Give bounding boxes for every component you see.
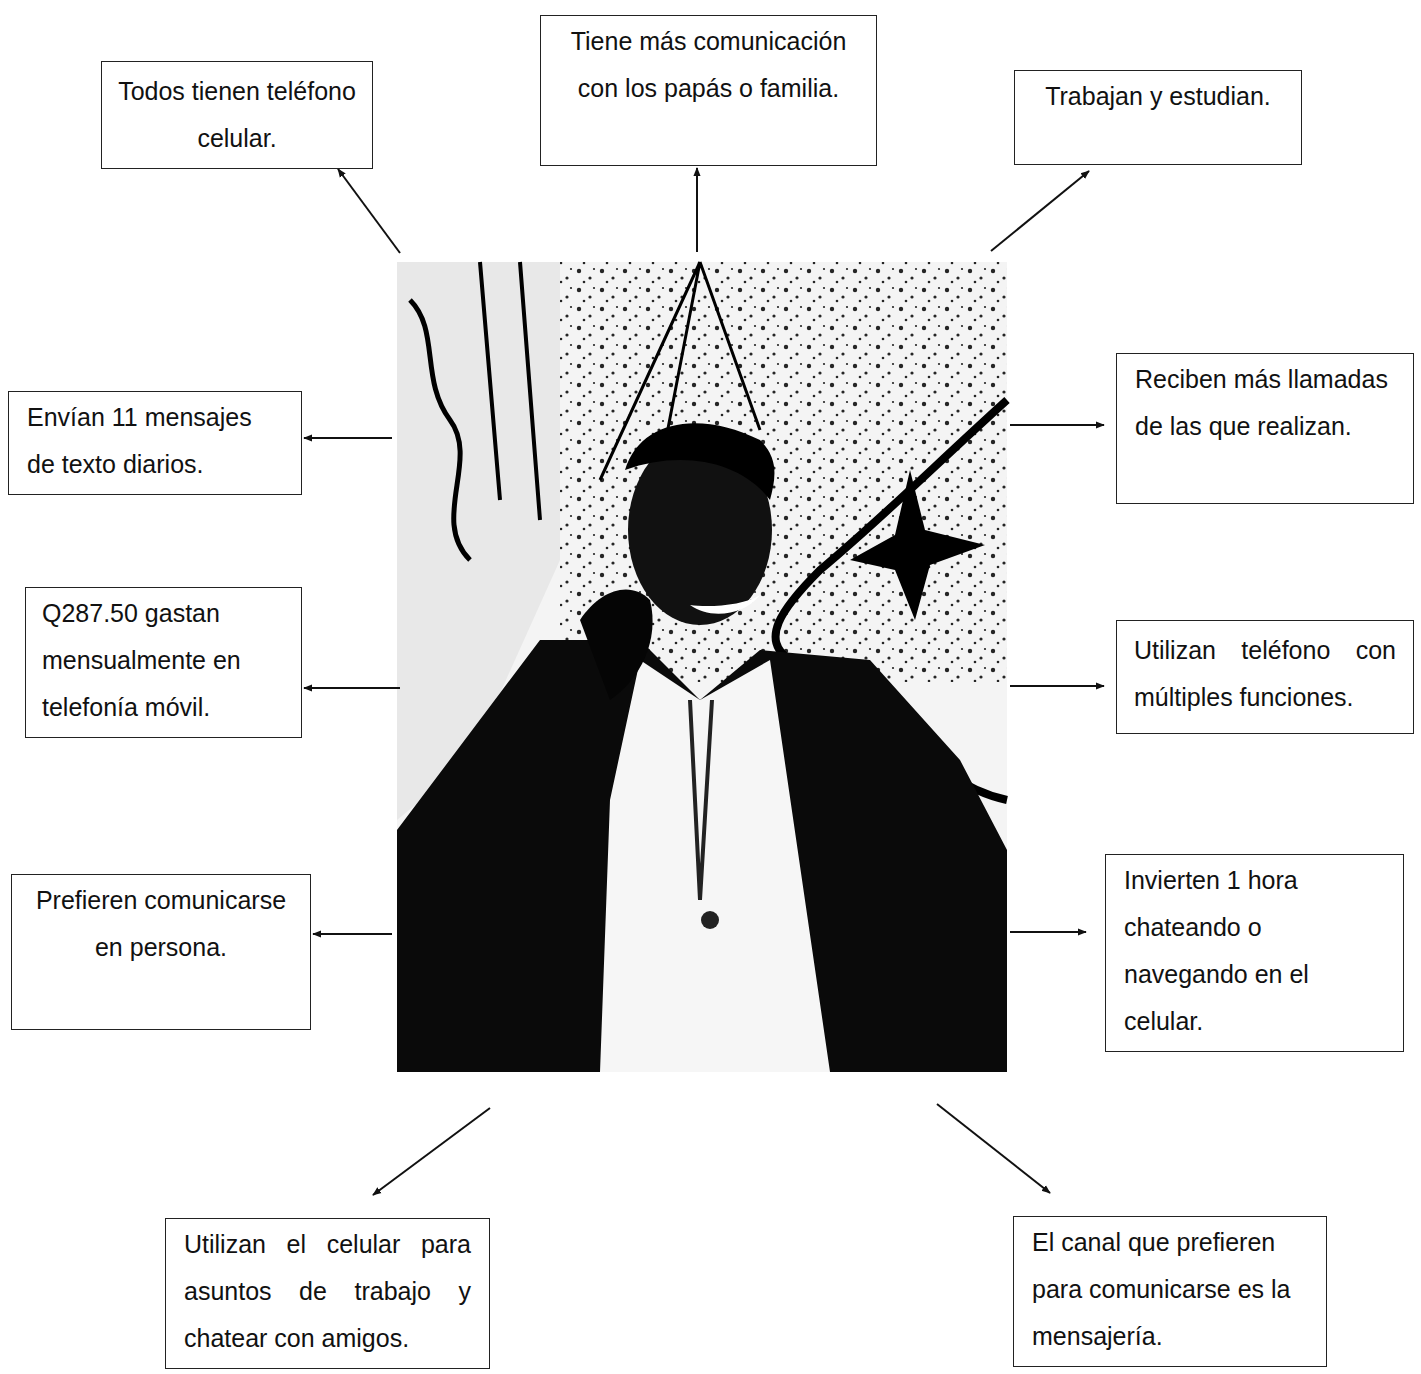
cord-bead: [701, 911, 719, 929]
mural-line: [410, 300, 470, 560]
mural-star: [850, 470, 985, 620]
text-box: Invierten 1 hora chateando o navegando e…: [1105, 854, 1404, 1052]
leader-arrow: [304, 437, 392, 439]
box-text: Utilizan el celular para asuntos de trab…: [184, 1221, 471, 1362]
leader-arrow: [338, 169, 400, 253]
leader-arrow: [304, 687, 400, 689]
text-box: Todos tienen teléfono celular.: [101, 61, 373, 169]
leader-arrow: [373, 1108, 490, 1195]
box-text: Trabajan y estudian.: [1029, 73, 1287, 120]
text-box: Reciben más llamadas de las que realizan…: [1116, 353, 1414, 504]
box-text: Invierten 1 hora chateando o navegando e…: [1124, 857, 1385, 1045]
hand: [580, 590, 653, 700]
text-box: Utilizan teléfono con múltiples funcione…: [1116, 620, 1414, 734]
leader-arrow: [696, 168, 698, 252]
box-text: Q287.50 gastan mensualmente en telefonía…: [42, 590, 285, 731]
mural-curve: [776, 400, 1007, 660]
text-box: Q287.50 gastan mensualmente en telefonía…: [25, 587, 302, 738]
cord: [690, 700, 712, 900]
leader-arrows: [304, 168, 1104, 1195]
box-text: Prefieren comunicarse en persona.: [26, 877, 296, 971]
leader-arrow: [1010, 685, 1104, 687]
shirt: [600, 660, 830, 1072]
leader-arrow: [937, 1104, 1050, 1193]
box-text: El canal que prefieren para comunicarse …: [1032, 1219, 1308, 1360]
text-box: Utilizan el celular para asuntos de trab…: [165, 1218, 490, 1369]
text-box: Prefieren comunicarse en persona.: [11, 874, 311, 1030]
smile: [690, 595, 760, 614]
hair: [625, 423, 774, 500]
photo: [397, 262, 1007, 1072]
box-text: Todos tienen teléfono celular.: [116, 68, 358, 162]
text-box: El canal que prefieren para comunicarse …: [1013, 1216, 1327, 1367]
photo-ground: [397, 262, 1007, 1072]
box-text: Reciben más llamadas de las que realizan…: [1135, 356, 1395, 450]
jacket: [397, 640, 1007, 1072]
leader-arrow: [1010, 424, 1104, 426]
box-text: Envían 11 mensajes de texto diarios.: [27, 394, 283, 488]
mural-line: [480, 262, 540, 520]
text-box: Tiene más comunicación con los papás o f…: [540, 15, 877, 166]
text-box: Envían 11 mensajes de texto diarios.: [8, 391, 302, 495]
text-box: Trabajan y estudian.: [1014, 70, 1302, 165]
box-text: Tiene más comunicación con los papás o f…: [555, 18, 862, 112]
leader-arrow: [1010, 931, 1086, 933]
leader-arrow: [313, 933, 392, 935]
leader-arrow: [991, 171, 1089, 251]
box-text: Utilizan teléfono con múltiples funcione…: [1134, 627, 1396, 721]
